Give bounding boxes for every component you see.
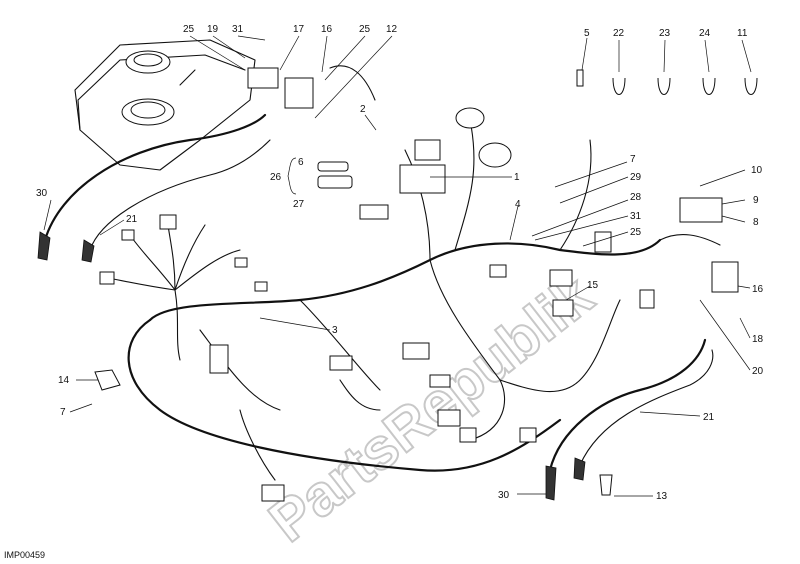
callout-label: 25 <box>630 227 642 238</box>
callout-label: 8 <box>753 217 759 228</box>
callout-label: 27 <box>293 199 305 210</box>
callout-label: 25 <box>359 24 371 35</box>
callout-label: 15 <box>587 280 599 291</box>
callout-label: 30 <box>498 490 510 501</box>
callout-label: 6 <box>298 157 304 168</box>
callout-label: 29 <box>630 172 642 183</box>
upper-components <box>247 65 512 220</box>
callout-label: 11 <box>737 28 748 39</box>
callout-label: 31 <box>232 24 244 35</box>
callout-label: 4 <box>515 199 521 210</box>
image-code: IMP00459 <box>4 550 45 560</box>
callout-label: 30 <box>36 188 48 199</box>
bracket-26 <box>287 157 297 195</box>
lower-connectors <box>94 342 613 502</box>
callout-label: 23 <box>659 28 671 39</box>
callout-labels: 25 19 31 17 16 25 12 5 22 23 24 11 2 1 7… <box>36 24 764 502</box>
ht-leads <box>37 113 714 501</box>
callout-label: 19 <box>207 24 219 35</box>
leader-lines <box>43 35 752 497</box>
callout-label: 12 <box>386 24 398 35</box>
callout-label: 10 <box>751 165 763 176</box>
callout-label: 22 <box>613 28 625 39</box>
callout-label: 7 <box>60 407 66 418</box>
right-components <box>489 69 758 317</box>
callout-label: 25 <box>183 24 195 35</box>
callout-label: 18 <box>752 334 764 345</box>
main-harness <box>127 119 721 481</box>
callout-label: 9 <box>753 195 759 206</box>
callout-label: 13 <box>656 491 668 502</box>
callout-label: 7 <box>630 154 636 165</box>
left-connector-fan <box>99 214 268 292</box>
callout-label: 24 <box>699 28 711 39</box>
callout-label: 31 <box>630 211 642 222</box>
callout-label: 1 <box>514 172 520 183</box>
callout-label: 14 <box>58 375 70 386</box>
callout-label: 2 <box>360 104 366 115</box>
callout-label: 17 <box>293 24 305 35</box>
callout-label: 21 <box>126 214 138 225</box>
callout-label: 16 <box>321 24 333 35</box>
tank-outline <box>74 39 256 171</box>
callout-label: 5 <box>584 28 590 39</box>
callout-label: 3 <box>332 325 338 336</box>
callout-label: 16 <box>752 284 764 295</box>
callout-label: 28 <box>630 192 642 203</box>
callout-label: 20 <box>752 366 764 377</box>
callout-label: 26 <box>270 172 282 183</box>
callout-label: 21 <box>703 412 715 423</box>
